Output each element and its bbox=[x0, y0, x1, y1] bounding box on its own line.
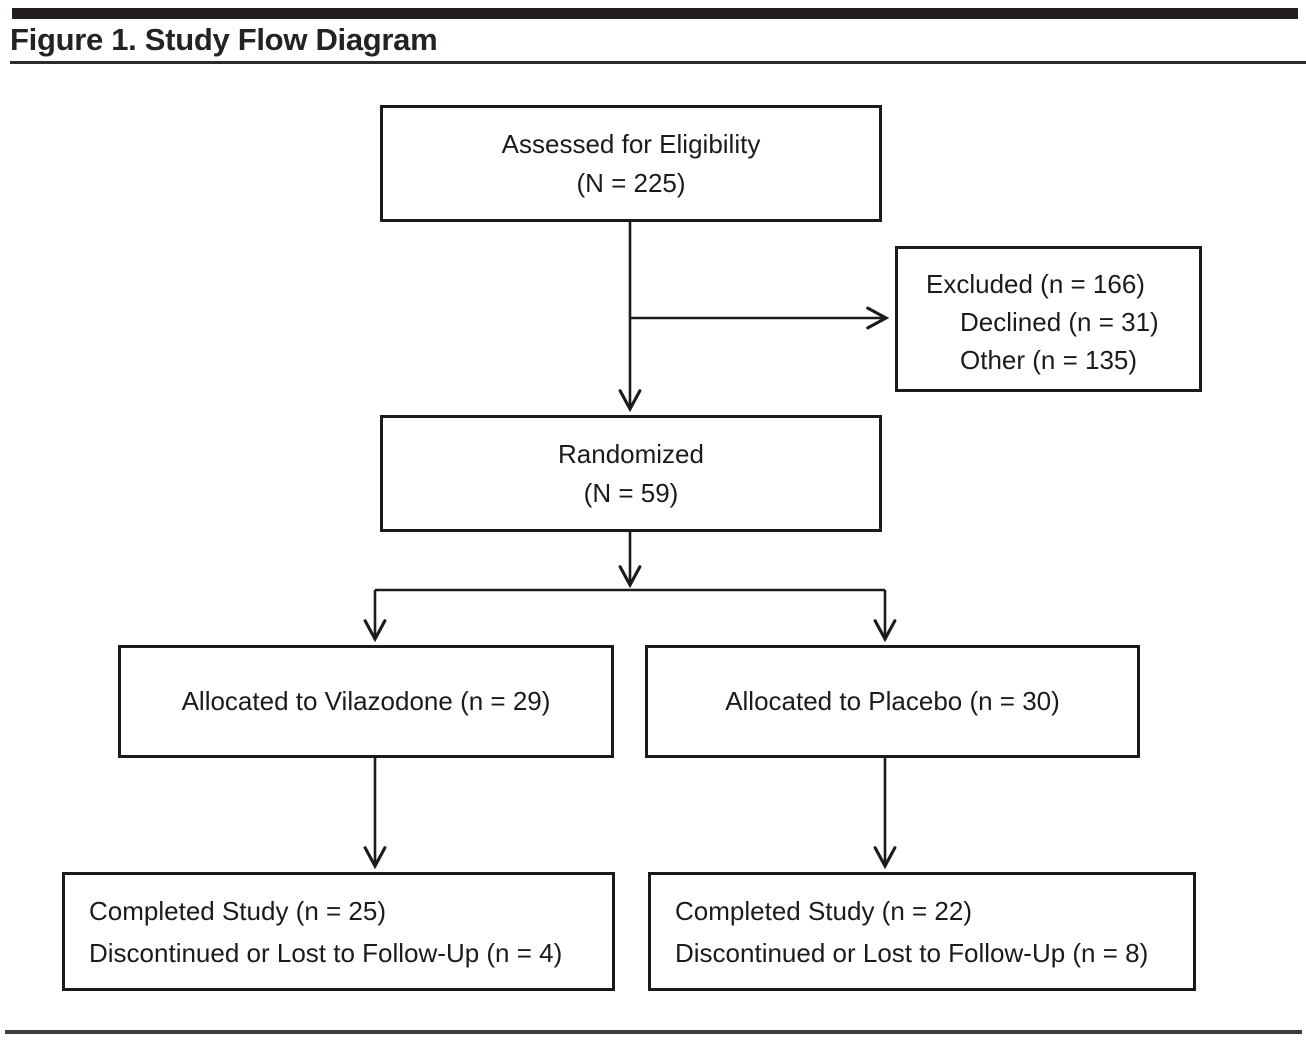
assessed-for-eligibility-box: Assessed for Eligibility (N = 225) bbox=[380, 105, 882, 222]
randomized-count: (N = 59) bbox=[583, 477, 679, 508]
allocated-placebo-box: Allocated to Placebo (n = 30) bbox=[645, 645, 1140, 758]
allocated-placebo-label: Allocated to Placebo (n = 30) bbox=[725, 686, 1060, 716]
completed-vilazodone-label: Completed Study (n = 25) bbox=[89, 895, 386, 926]
randomized-box: Randomized (N = 59) bbox=[380, 415, 882, 532]
randomized-label: Randomized bbox=[558, 438, 704, 469]
figure-title: Figure 1. Study Flow Diagram bbox=[10, 22, 438, 57]
title-divider-line bbox=[10, 61, 1306, 64]
completed-vilazodone-box: Completed Study (n = 25) Discontinued or… bbox=[62, 872, 615, 991]
discontinued-placebo-label: Discontinued or Lost to Follow-Up (n = 8… bbox=[675, 937, 1149, 968]
completed-placebo-label: Completed Study (n = 22) bbox=[675, 895, 972, 926]
top-rule-bar bbox=[12, 8, 1298, 19]
allocated-vilazodone-label: Allocated to Vilazodone (n = 29) bbox=[181, 686, 551, 716]
discontinued-vilazodone-label: Discontinued or Lost to Follow-Up (n = 4… bbox=[89, 937, 563, 968]
excluded-other-label: Other (n = 135) bbox=[960, 345, 1138, 375]
assessed-count: (N = 225) bbox=[576, 167, 686, 198]
bottom-divider-line bbox=[5, 1030, 1302, 1034]
excluded-label: Excluded (n = 166) bbox=[926, 269, 1145, 299]
excluded-box: Excluded (n = 166) Declined (n = 31) Oth… bbox=[895, 246, 1202, 392]
completed-placebo-box: Completed Study (n = 22) Discontinued or… bbox=[648, 872, 1196, 991]
assessed-label: Assessed for Eligibility bbox=[501, 128, 761, 159]
excluded-declined-label: Declined (n = 31) bbox=[960, 307, 1159, 337]
allocated-vilazodone-box: Allocated to Vilazodone (n = 29) bbox=[118, 645, 614, 758]
